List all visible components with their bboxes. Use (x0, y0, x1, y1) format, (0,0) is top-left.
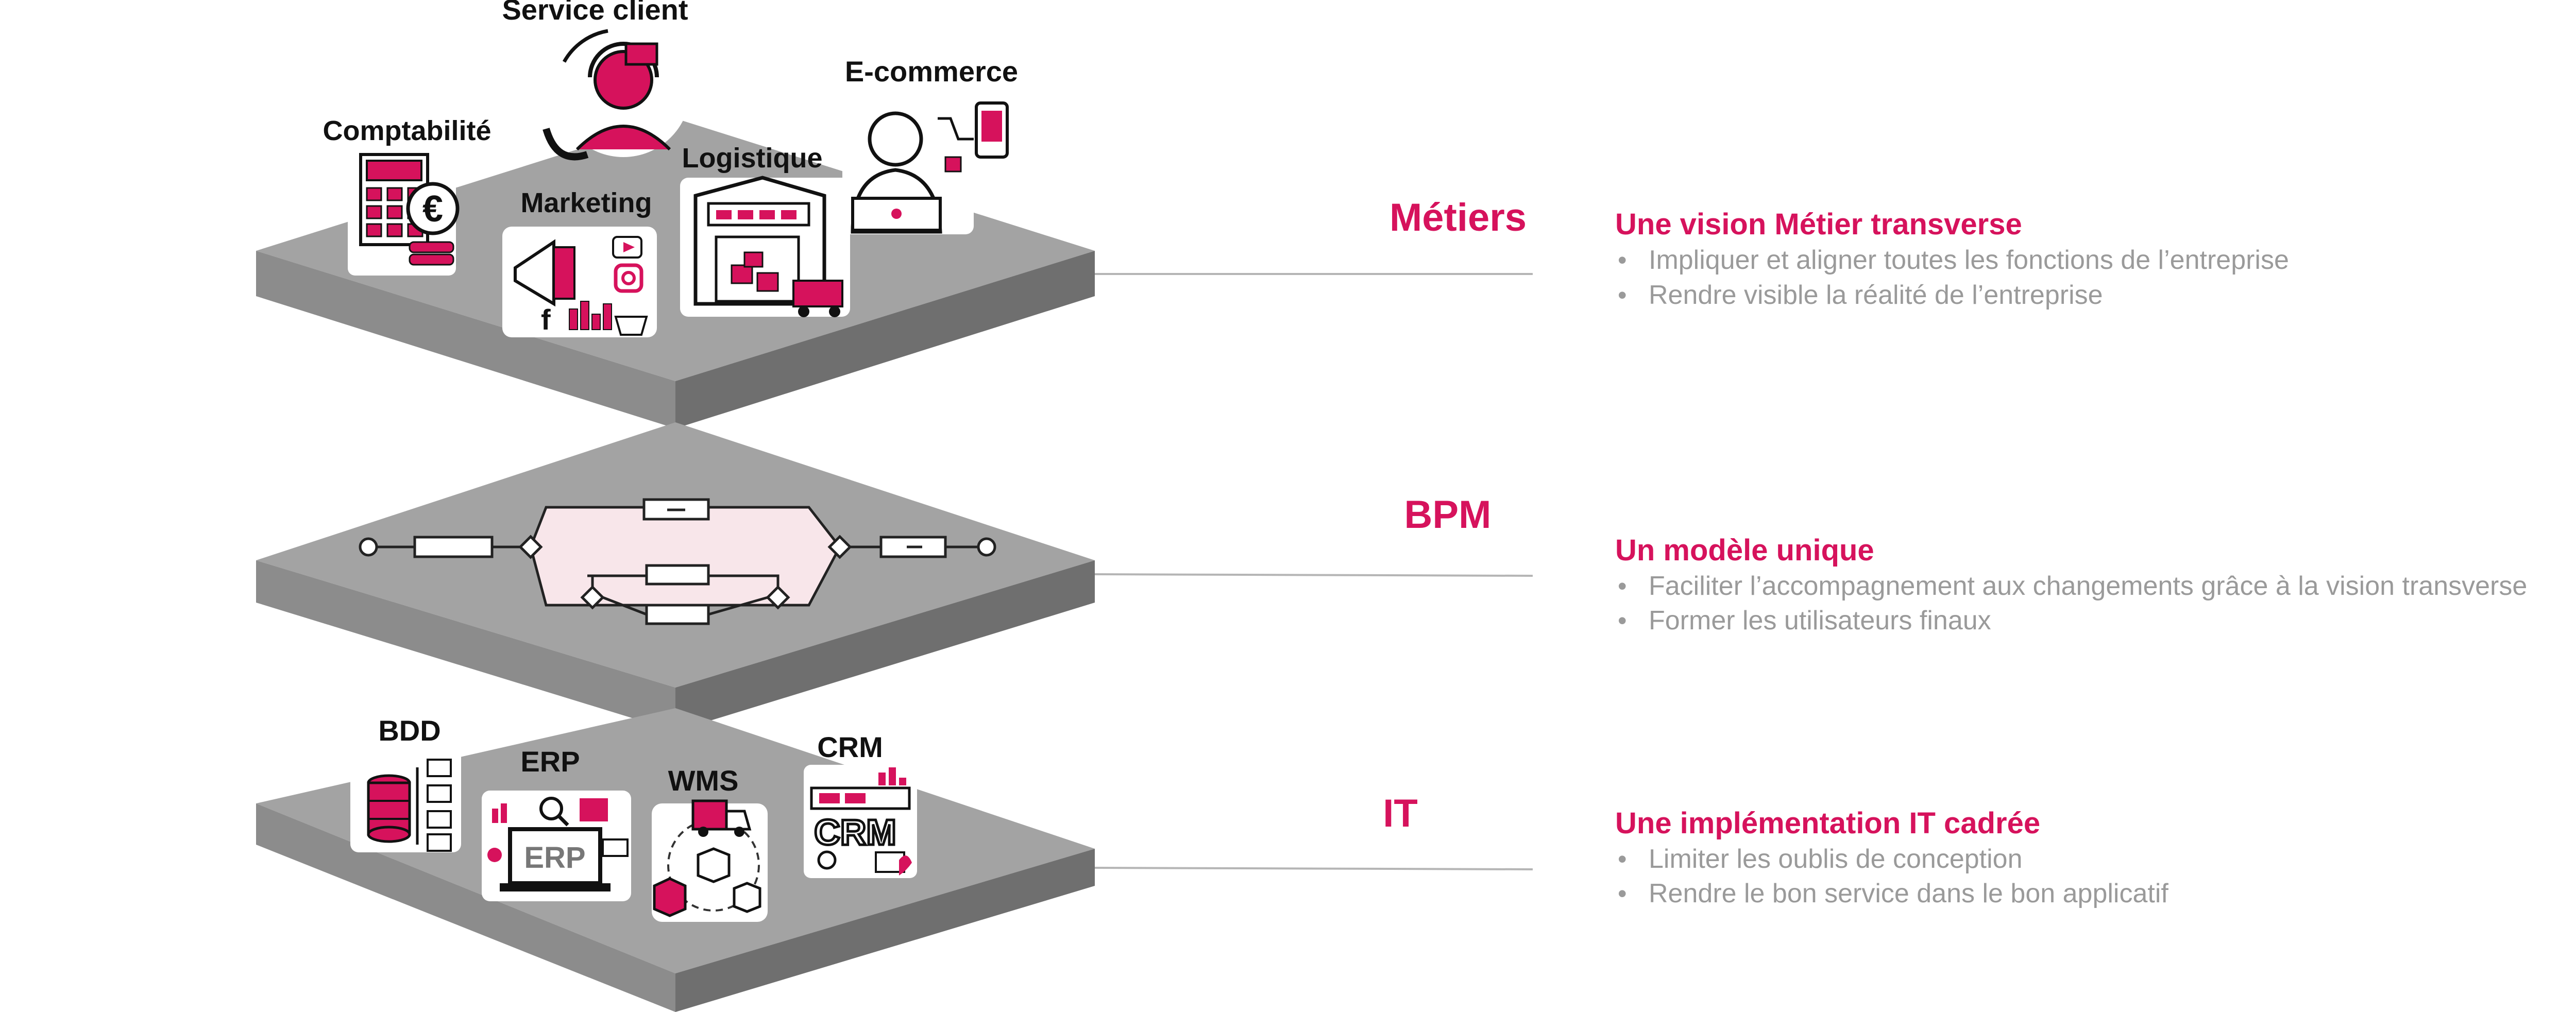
megaphone-icon: f (502, 227, 657, 337)
description-it: Une implémentation IT cadrée • Limiter l… (1615, 807, 2168, 908)
label-marketing: Marketing (520, 187, 652, 218)
headset-agent-icon (543, 23, 690, 161)
label-erp: ERP (520, 745, 580, 778)
label-logistique: Logistique (682, 143, 823, 174)
erp-icon-text: ERP (524, 841, 585, 874)
bullet-it-2: Rendre le bon service dans le bon applic… (1649, 879, 2168, 908)
plate-metiers (256, 118, 1095, 428)
bullet-dot: • (1618, 879, 1627, 908)
connector-it (1094, 867, 1533, 870)
crm-dashboard-icon: CRM (804, 765, 917, 878)
label-crm: CRM (817, 731, 883, 763)
svg-text:€: € (422, 188, 443, 230)
bullet-metiers-2: Rendre visible la réalité de l’entrepris… (1649, 280, 2103, 310)
bpm-process-flow (359, 498, 996, 625)
heading-metiers: Une vision Métier transverse (1615, 208, 2022, 241)
label-comptabilite: Comptabilité (323, 115, 491, 146)
bullet-dot: • (1618, 606, 1627, 635)
shopper-laptop-icon (842, 100, 1009, 234)
layer-label-bpm: BPM (1404, 493, 1492, 537)
layer-label-metiers: Métiers (1389, 196, 1527, 239)
svg-text:f: f (541, 303, 551, 336)
database-icon (350, 749, 461, 852)
warehouse-icon (680, 176, 850, 317)
label-e-commerce: E-commerce (845, 55, 1018, 88)
bullet-bpm-2: Former les utilisateurs finaux (1649, 606, 1991, 636)
bullet-dot: • (1618, 246, 1627, 275)
erp-screen-icon: ERP (482, 791, 631, 901)
bullet-dot: • (1618, 572, 1627, 601)
calculator-euro-icon: € (348, 144, 460, 276)
description-bpm: Un modèle unique • Faciliter l’accompagn… (1615, 534, 2527, 636)
bullet-bpm-1: Faciliter l’accompagnement aux changemen… (1649, 571, 2527, 601)
delivery-boxes-icon (652, 799, 768, 922)
label-bdd: BDD (378, 714, 440, 747)
crm-icon-text: CRM (814, 812, 896, 852)
layer-label-it: IT (1383, 792, 1418, 835)
bullet-dot: • (1618, 281, 1627, 310)
heading-it: Une implémentation IT cadrée (1615, 807, 2040, 840)
label-wms: WMS (668, 764, 739, 797)
heading-bpm: Un modèle unique (1615, 534, 1874, 567)
bullet-metiers-1: Impliquer et aligner toutes les fonction… (1649, 245, 2289, 275)
bullet-dot: • (1618, 845, 1627, 873)
description-metiers: Une vision Métier transverse • Impliquer… (1615, 208, 2289, 310)
bullet-it-1: Limiter les oublis de conception (1649, 844, 2023, 874)
connector-bpm (1094, 573, 1533, 577)
label-service-client: Service client (502, 0, 688, 26)
